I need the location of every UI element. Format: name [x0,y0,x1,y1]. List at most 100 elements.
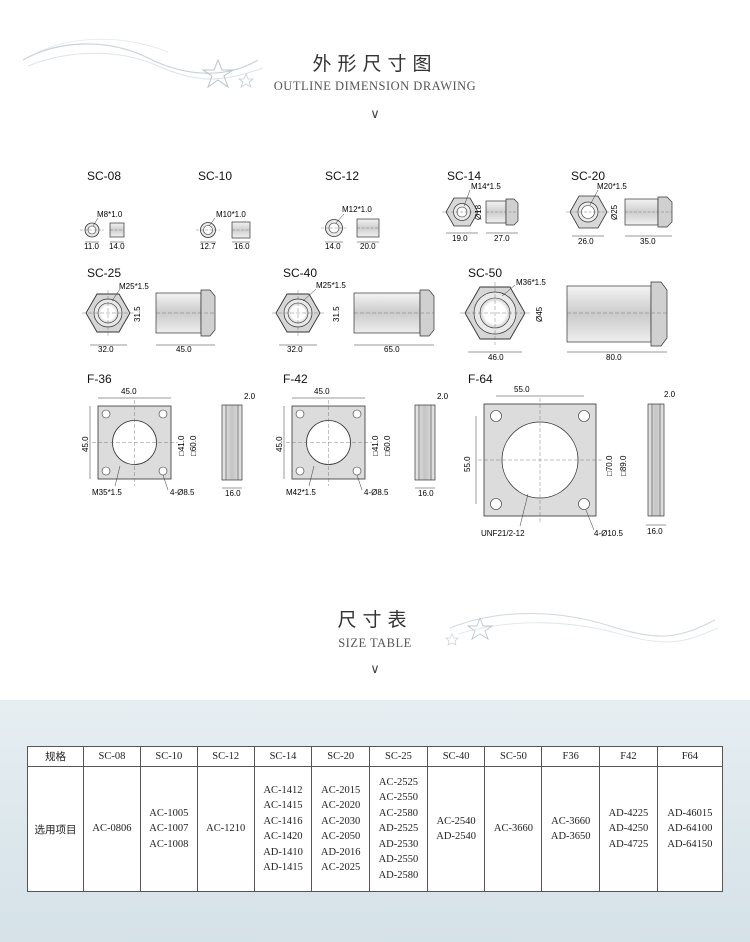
table-cell: AC-3660 [484,766,543,892]
table-item: AD-2016 [320,846,361,858]
header-cell: F36 [541,746,601,767]
f64-out: □89.0 [619,455,628,476]
table-item: AC-1007 [149,823,189,835]
table-item: AC-2540 [436,815,476,827]
sc08-drawing: M8*1.0 11.0 14.0 [80,210,125,251]
header-cell: SC-10 [139,746,198,767]
table-item: AD-1410 [263,846,303,858]
table-item: AD-1415 [263,862,303,873]
drawing-row-3: 45.0 45.0 □41.0 □60.0 M35*1.5 4-Ø8.5 2.0… [81,385,676,538]
f64-thread: UNF21/2-12 [481,529,525,538]
part-title-f64: F-64 [468,372,493,386]
drawing-row-1: M8*1.0 11.0 14.0 M10*1.0 12.7 16.0 M12*1… [80,182,673,251]
decorative-swirl-left [22,38,264,89]
f42-holes: 4-Ø8.5 [364,488,389,497]
part-title-sc12: SC-12 [325,169,360,183]
table-item: AC-1008 [149,838,189,850]
header-cell: SC-50 [484,746,543,767]
table-item: AD-3650 [550,831,591,842]
sc50-thread: M36*1.5 [516,278,546,287]
size-table-title-en: SIZE TABLE [338,636,412,650]
table-item: AC-2015 [321,784,361,796]
table-item: AD-2580 [378,869,419,881]
sc25-thread: M25*1.5 [119,282,149,291]
table-item: AD-64100 [667,823,713,835]
table-item: AC-2050 [321,831,361,842]
f64-depth: 16.0 [647,527,663,536]
f36-out: □60.0 [189,435,198,456]
table-item: AC-1210 [206,823,246,835]
table-item: AC-2025 [321,862,361,873]
sc14-dia: Ø18 [474,204,483,220]
chevron-down-icon: ∨ [370,662,380,677]
f36-w: 45.0 [121,387,137,396]
section-title-en: OUTLINE DIMENSION DRAWING [273,79,477,93]
table-item: AC-0806 [92,823,132,835]
part-title-sc20: SC-20 [571,169,606,183]
sc08-d2: 14.0 [109,242,125,251]
sc12-d2: 20.0 [360,242,376,251]
sc20-d2: 35.0 [640,237,656,246]
f42-in: □41.0 [371,435,380,456]
table-item: AC-1420 [263,831,303,842]
section-title-zh: 外形尺寸图 [312,53,438,75]
sc50-d2: 80.0 [606,353,622,362]
table-item: AC-3660 [551,815,591,827]
part-title-sc14: SC-14 [447,169,482,183]
sc50-d1: 46.0 [488,353,504,362]
sc20-drawing: M20*1.5 Ø25 26.0 35.0 [566,182,673,246]
sc10-d1: 12.7 [200,242,216,251]
sc14-d2: 27.0 [494,234,510,243]
size-table: 规格 SC-08 SC-10 SC-12 SC-14 SC-20 SC-25 S… [27,746,724,892]
f64-w: 55.0 [514,385,530,394]
f64-holes: 4-Ø10.5 [594,529,623,538]
table-item: AD-2550 [378,854,419,866]
header-cell-spec: 规格 [27,746,84,767]
table-item: AC-1412 [263,784,303,796]
f64-t: 2.0 [664,390,676,399]
table-item: AC-1005 [149,807,189,819]
header-cell: SC-40 [426,746,486,767]
table-item: AC-3660 [493,823,533,835]
table-header-row: 规格 SC-08 SC-10 SC-12 SC-14 SC-20 SC-25 S… [27,746,724,767]
part-title-sc10: SC-10 [198,169,233,183]
header-cell: SC-14 [253,746,313,767]
f36-drawing: 45.0 45.0 □41.0 □60.0 M35*1.5 4-Ø8.5 2.0… [81,387,256,498]
part-title-f36: F-36 [87,372,112,386]
decorative-swirl-right [445,613,719,646]
f64-drawing: 55.0 55.0 □70.0 □89.0 UNF21/2-12 4-Ø10.5… [463,385,676,538]
sc50-dia: Ø45 [535,306,544,322]
table-item: AD-46015 [667,807,713,819]
sc25-h: 31.5 [133,306,142,322]
sc20-dia: Ø25 [610,204,619,220]
table-item: AC-1415 [263,800,303,811]
table-item: AD-4225 [608,807,649,819]
f36-h: 45.0 [81,436,90,452]
row-label: 选用项目 [27,766,84,892]
sc12-d1: 14.0 [325,242,341,251]
table-item: AD-4250 [608,823,649,835]
f36-holes: 4-Ø8.5 [170,488,195,497]
f42-out: □60.0 [383,435,392,456]
table-item: AC-2020 [321,800,361,811]
f42-thread: M42*1.5 [286,488,316,497]
sc20-d1: 26.0 [578,237,594,246]
part-title-sc08: SC-08 [87,169,122,183]
sc40-drawing: M25*1.5 31.5 32.0 65.0 [272,281,435,354]
table-item: AD-4725 [608,838,649,850]
sc25-drawing: M25*1.5 31.5 32.0 45.0 [82,282,216,354]
f42-depth: 16.0 [418,489,434,498]
sc40-h: 31.5 [332,306,341,322]
table-item: AD-2540 [436,831,476,842]
f36-depth: 16.0 [225,489,241,498]
sc14-drawing: M14*1.5 Ø18 19.0 27.0 [442,182,519,243]
sc08-d1: 11.0 [84,242,100,251]
table-item: AD-2530 [378,838,419,850]
table-cell: AC-1210 [196,766,255,892]
table-item: AC-2580 [378,807,418,819]
f42-w: 45.0 [314,387,330,396]
sc40-thread: M25*1.5 [316,281,346,290]
